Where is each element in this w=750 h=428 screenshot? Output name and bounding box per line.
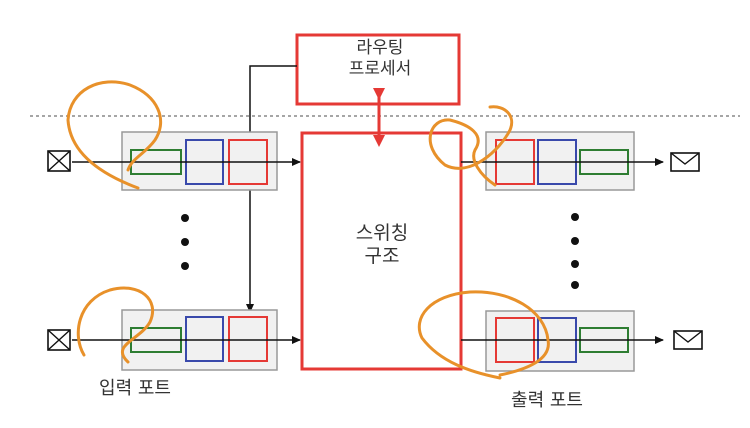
input-ellipsis-dots: [181, 214, 189, 270]
routing-processor-label-line1: 라우팅: [356, 38, 404, 58]
input-port-top: [121, 131, 278, 191]
switch-fabric-label: 스위칭 구조: [302, 222, 462, 268]
envelope-icon: [670, 152, 700, 172]
queue-cell-blue: [185, 316, 224, 362]
control-line: [246, 65, 297, 313]
switch-fabric-label-line1: 스위칭: [355, 222, 409, 244]
queue-cell-red: [228, 316, 268, 362]
routing-processor-label-line2: 프로세서: [348, 59, 412, 79]
output-ellipsis-dots: [571, 213, 579, 289]
envelope-icon: [47, 329, 71, 351]
output-port-label: 출력 포트: [511, 390, 583, 411]
output-port-bottom: [485, 310, 635, 372]
routing-processor-label: 라우팅 프로세서: [300, 38, 460, 80]
handwritten-annotation: [66, 80, 550, 380]
switch-fabric-label-line2: 구조: [364, 245, 400, 267]
switch-fabric-box: [300, 131, 463, 371]
input-port-label: 입력 포트: [99, 378, 171, 399]
envelope-icon: [47, 150, 71, 172]
output-port-top: [485, 131, 635, 191]
envelope-icon: [673, 330, 703, 350]
